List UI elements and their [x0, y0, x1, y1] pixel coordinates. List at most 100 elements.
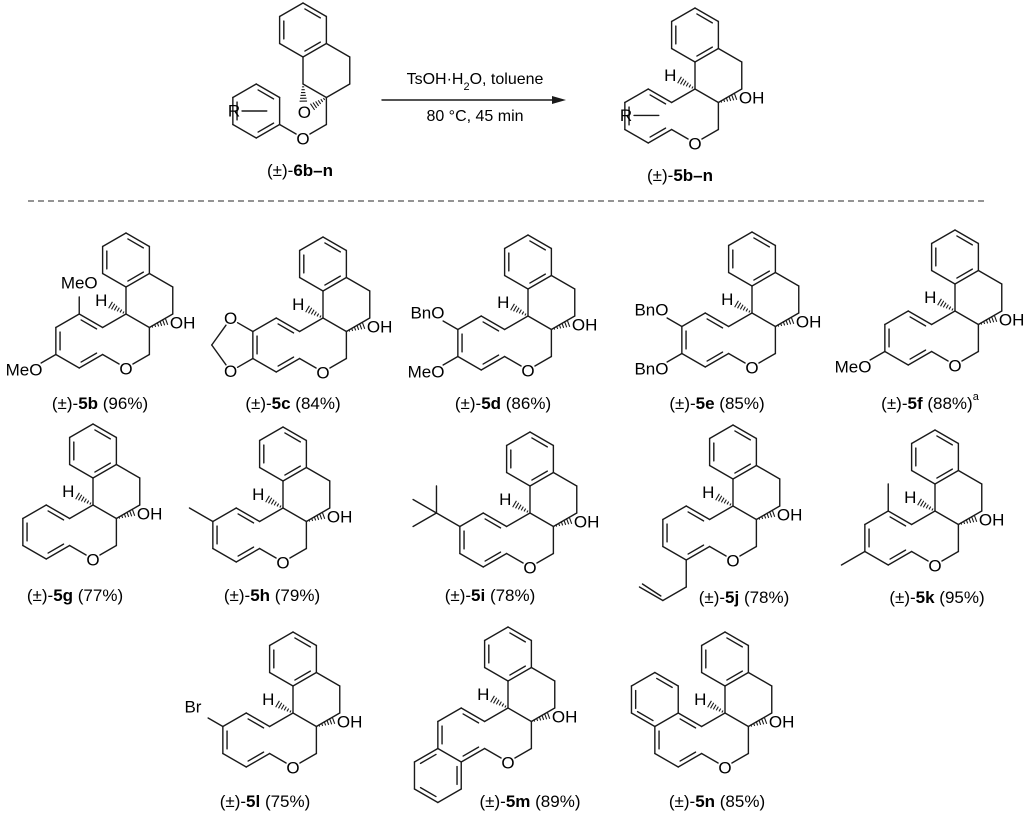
ring-fusion-bond: [724, 712, 750, 728]
ring-bond: [457, 355, 482, 371]
hash-mark: [533, 719, 536, 722]
bond: [148, 313, 174, 329]
aryl-ring-d: [681, 312, 730, 368]
benzo-ring-a: [727, 231, 777, 287]
hash-mark: [755, 721, 759, 726]
hash-mark: [729, 503, 732, 506]
compound-label: (±)-5e (85%): [669, 394, 764, 413]
bond: [534, 355, 553, 367]
ring-bond: [232, 123, 257, 139]
ring-bond: [708, 424, 734, 440]
ring-bond: [930, 229, 956, 245]
aromatic-double-bond: [237, 513, 255, 524]
substituent-methylenedioxy: OO: [211, 309, 254, 381]
pyran-ring-c: [503, 315, 553, 367]
hash-mark: [688, 84, 692, 88]
ring-oxygen-label: O: [286, 759, 299, 778]
aromatic-double-bond: [419, 753, 437, 765]
hash-mark: [723, 499, 727, 504]
ring-fusion-bond: [322, 317, 348, 333]
reagent-subscript: 2: [463, 81, 469, 93]
aromatic-double-bond: [509, 632, 527, 643]
aromatic-double-bond: [509, 665, 527, 676]
hash-mark: [118, 516, 121, 519]
ring-bond: [457, 315, 482, 331]
aromatic-double-bond: [304, 8, 322, 19]
oh-stereo-hashed-bond: [555, 516, 573, 527]
ring-bond: [45, 544, 71, 560]
hydroxyl-label: OH: [999, 310, 1024, 329]
hash-mark: [108, 301, 113, 309]
aromatic-double-bond: [726, 670, 744, 681]
aromatic-double-bond: [753, 270, 771, 281]
compound-id: 5g: [53, 586, 73, 605]
yield-value: (88%): [923, 394, 973, 413]
ring-bond: [910, 429, 936, 445]
h-stereo-hashed-bond: [512, 500, 529, 513]
racemic-prefix: (±)-: [669, 792, 695, 811]
hash-mark: [80, 496, 85, 502]
substituent-bond: [666, 317, 683, 328]
substituent-label-meo: MeO: [6, 361, 43, 380]
racemic-prefix: (±)-: [881, 394, 907, 413]
hydroxyl-label: OH: [170, 313, 196, 332]
hash-mark: [308, 519, 311, 522]
ring-fusion-bond: [527, 315, 553, 331]
hash-mark: [315, 101, 320, 107]
aromatic-double-bond: [47, 510, 65, 521]
ring-bond: [92, 463, 118, 479]
bond: [101, 313, 127, 329]
hash-mark: [151, 325, 154, 328]
aryl-ring-d: [884, 310, 933, 366]
compound-number: 6b–n: [293, 161, 333, 180]
hash-mark: [278, 702, 283, 709]
hash-mark: [113, 305, 118, 311]
bond: [530, 666, 556, 682]
bond: [755, 505, 781, 521]
oh-stereo-hashed-bond: [118, 508, 136, 519]
hash-mark: [312, 102, 318, 109]
bond: [299, 752, 318, 764]
substituent-bond: [666, 352, 683, 363]
hash-mark: [779, 322, 783, 327]
bond: [957, 469, 983, 485]
ring-bond: [685, 545, 711, 561]
hash-mark: [720, 100, 723, 103]
yield-value: (84%): [291, 394, 341, 413]
pyran-ring-c: [727, 312, 777, 364]
aromatic-double-bond: [484, 518, 502, 529]
conditions-reagents: TsOH·H2O, toluene: [407, 71, 544, 93]
ring-bond: [252, 357, 277, 373]
bond: [552, 512, 578, 528]
tbu-methyl: [412, 498, 438, 514]
hydrogen-label: H: [95, 291, 107, 310]
ring-bond: [751, 271, 777, 287]
hash-mark: [555, 325, 559, 330]
ring-bond: [480, 315, 506, 331]
hash-mark: [737, 302, 742, 309]
ring-bond: [647, 88, 673, 104]
ring-bond: [654, 712, 679, 728]
racemic-prefix: (±)-: [889, 588, 915, 607]
ring-bond: [282, 426, 308, 442]
ring-bond: [68, 463, 94, 479]
hash-mark: [558, 324, 562, 329]
ring-bond: [694, 47, 720, 63]
bond: [258, 547, 277, 559]
ring-fusion-bond: [92, 504, 118, 520]
bond: [930, 310, 956, 326]
hash-mark: [752, 722, 756, 727]
yield-value: (77%): [73, 586, 123, 605]
hash-mark: [710, 702, 715, 709]
hash-mark: [541, 714, 545, 721]
hash-mark: [734, 300, 739, 308]
dioxole-oxygen-label: O: [224, 309, 237, 328]
bond: [483, 707, 509, 723]
aryl-ring-d: [624, 88, 673, 144]
ring-bond: [483, 626, 509, 642]
bond: [315, 712, 341, 728]
ring-bond: [22, 544, 47, 560]
